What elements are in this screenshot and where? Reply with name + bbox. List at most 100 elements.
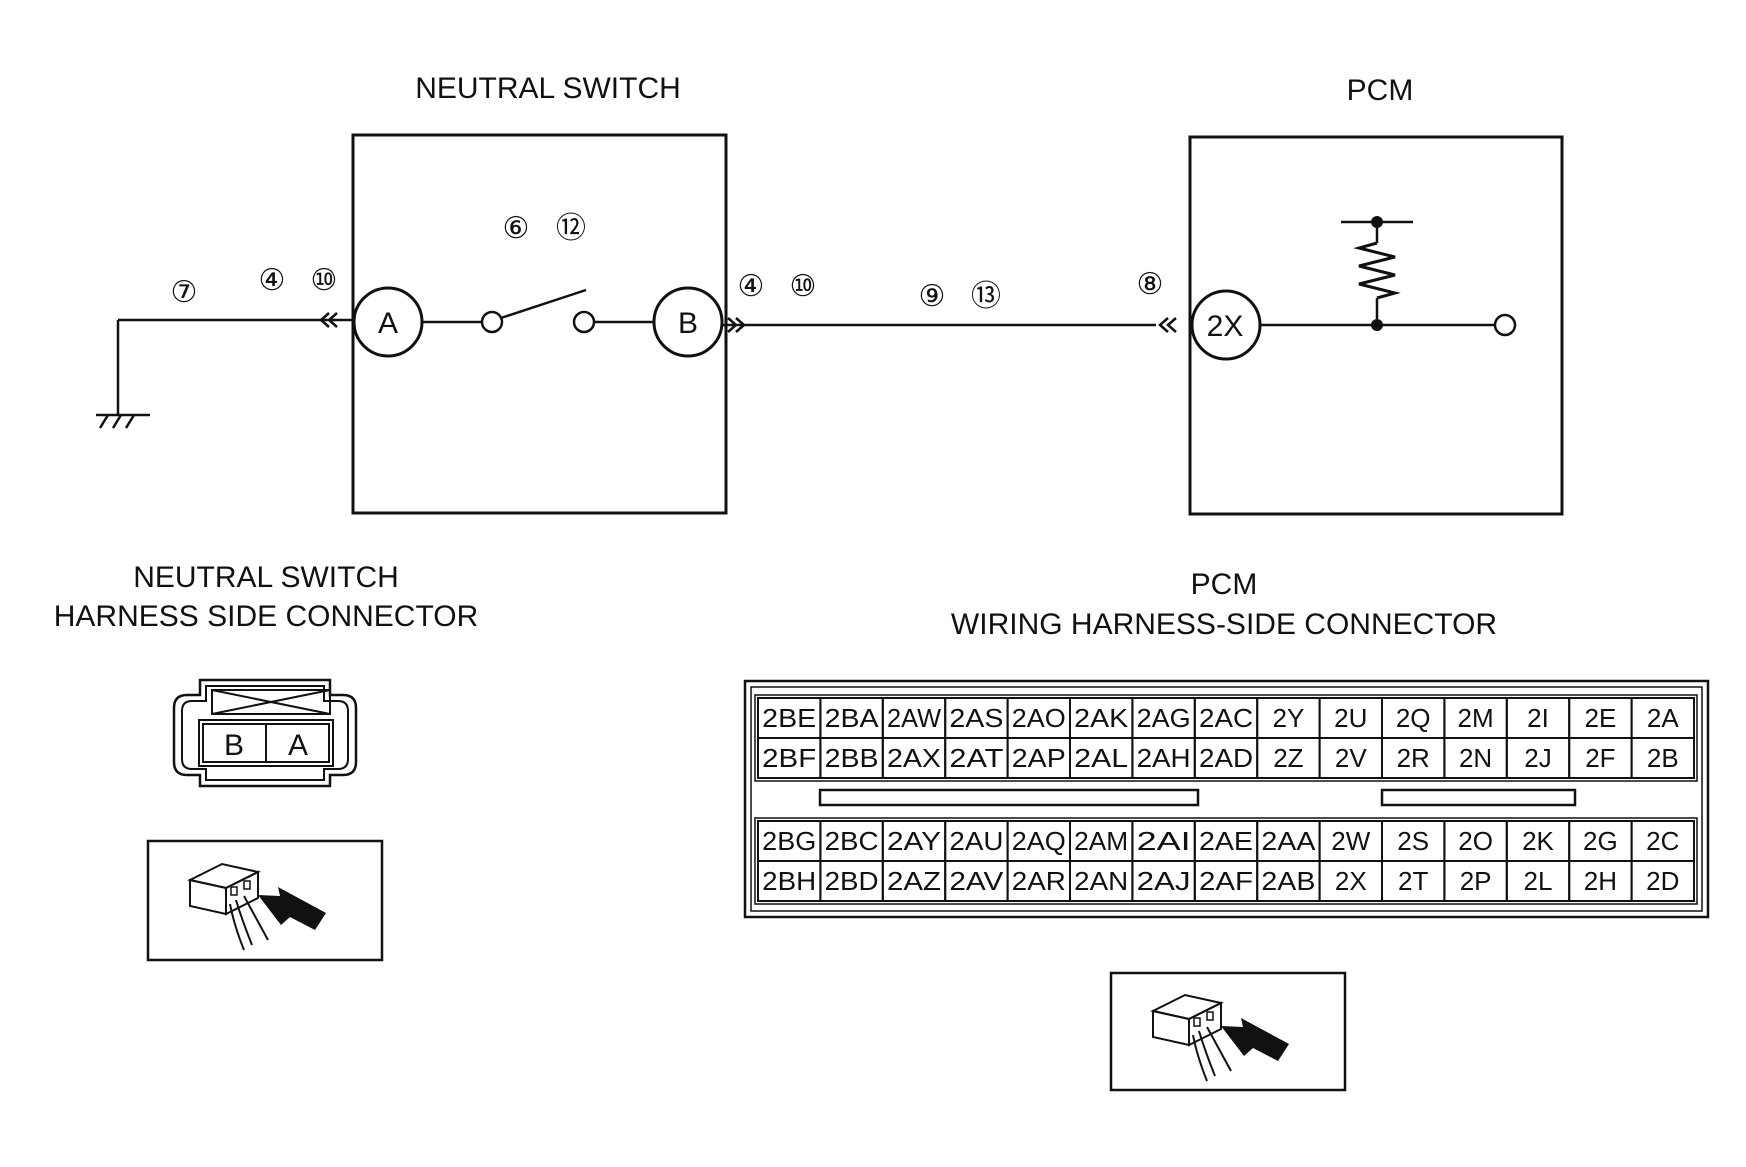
pin-label-2z: 2Z xyxy=(1273,743,1303,773)
pin-label-2bc: 2BC xyxy=(825,826,879,856)
pin-label-2l: 2L xyxy=(1524,866,1553,896)
pin-label-2f: 2F xyxy=(1585,743,1615,773)
pin-label-2w: 2W xyxy=(1331,826,1370,856)
pin-label-2e: 2E xyxy=(1584,703,1616,733)
pcm-connector-view-frame xyxy=(1109,971,1347,1092)
ref-left-4: ④ xyxy=(259,264,286,297)
pin-label-2s: 2S xyxy=(1397,826,1429,856)
terminal-b-label: B xyxy=(678,307,698,340)
terminal-2x-label: 2X xyxy=(1207,310,1244,343)
pin-label-2t: 2T xyxy=(1398,866,1428,896)
pin-label-2aa: 2AA xyxy=(1261,826,1316,856)
pull-up-resistor xyxy=(1260,216,1517,337)
pin-label-2ak: 2AK xyxy=(1074,703,1129,733)
ns-connector-face xyxy=(172,678,358,788)
connector-arrow-pcm xyxy=(1158,317,1177,333)
pcm-connector-inner xyxy=(750,686,1703,912)
ref-switch-12: ⑫ xyxy=(556,212,586,245)
pin-label-2ax: 2AX xyxy=(887,743,941,773)
pin-label-2y: 2Y xyxy=(1272,703,1304,733)
pin-label-2ao: 2AO xyxy=(1012,703,1066,733)
pin-label-2c: 2C xyxy=(1646,826,1679,856)
pin-cell xyxy=(1630,737,1695,779)
ref-left-10: ⑩ xyxy=(311,264,338,297)
pin-label-2bb: 2BB xyxy=(825,743,879,773)
pin-label-2aq: 2AQ xyxy=(1012,826,1066,856)
pin-label-2bg: 2BG xyxy=(762,826,816,856)
pin-label-2ba: 2BA xyxy=(825,703,880,733)
ref-harness-13: ⑬ xyxy=(971,280,1001,313)
ns-connector-view-icon xyxy=(187,862,326,951)
pcm-box xyxy=(1188,135,1564,516)
pcm-title: PCM xyxy=(1347,74,1414,107)
pin-label-2m: 2M xyxy=(1458,703,1494,733)
pcm-connector-view-icon xyxy=(1150,993,1289,1082)
pin-label-2af: 2AF xyxy=(1199,866,1253,896)
pin-label-2bd: 2BD xyxy=(825,866,879,896)
ns-connector-title-1: NEUTRAL SWITCH xyxy=(133,561,399,594)
pcm-connector-key-right xyxy=(1380,788,1577,807)
pin-label-2o: 2O xyxy=(1458,826,1493,856)
pin-label-2r: 2R xyxy=(1397,743,1430,773)
pin-label-2be: 2BE xyxy=(762,703,816,733)
pin-cell xyxy=(1630,860,1695,902)
pin-label-2ac: 2AC xyxy=(1199,703,1253,733)
ref-right-4: ④ xyxy=(738,270,765,303)
pin-label-2a: 2A xyxy=(1647,703,1679,733)
pin-label-2ap: 2AP xyxy=(1012,743,1066,773)
pin-label-2ag: 2AG xyxy=(1137,703,1191,733)
connector-arrow-left xyxy=(319,312,338,328)
neutral-switch-title: NEUTRAL SWITCH xyxy=(415,72,681,105)
pcm-connector-title-1: PCM xyxy=(1191,568,1258,601)
pin-label-2aw: 2AW xyxy=(887,703,941,733)
pin-label-2av: 2AV xyxy=(949,866,1004,896)
pin-label-2ar: 2AR xyxy=(1012,866,1066,896)
pin-grid-frame xyxy=(754,694,1698,782)
pin-label-2j: 2J xyxy=(1524,743,1551,773)
pcm-lower-pin-grid: 2BG 2BC 2AY 2AU 2AQ 2AM 2AI 2AE 2AA 2W 2S 2O 2K 2G 2C 2… xyxy=(754,817,1698,905)
pin-label-2ad: 2AD xyxy=(1199,743,1253,773)
pin-label-2p: 2P xyxy=(1460,866,1492,896)
pin-label-2g: 2G xyxy=(1583,826,1618,856)
pin-label-2u: 2U xyxy=(1334,703,1367,733)
pin-label-2ab: 2AB xyxy=(1261,866,1315,896)
pin-label-2az: 2AZ xyxy=(887,866,941,896)
pin-label-2ay: 2AY xyxy=(887,826,941,856)
ref-switch-6: ⑥ xyxy=(503,212,530,245)
ref-ground-wire: ⑦ xyxy=(171,276,198,309)
ns-pin-b: B xyxy=(224,729,244,762)
ref-pcm-8: ⑧ xyxy=(1137,268,1164,301)
pin-label-2ai: 2AI xyxy=(1137,826,1191,856)
switch-symbol xyxy=(422,288,654,334)
ref-harness-9: ⑨ xyxy=(919,280,946,313)
ground-symbol xyxy=(96,320,150,429)
pin-label-2ae: 2AE xyxy=(1199,826,1253,856)
pin-label-2b: 2B xyxy=(1647,743,1679,773)
pcm-connector-key-left xyxy=(818,788,1200,807)
pin-label-2bh: 2BH xyxy=(762,866,816,896)
pin-label-2at: 2AT xyxy=(949,743,1003,773)
pin-label-2k: 2K xyxy=(1522,826,1554,856)
pin-label-2al: 2AL xyxy=(1074,743,1128,773)
pin-label-2ah: 2AH xyxy=(1137,743,1191,773)
ns-connector-title-2: HARNESS SIDE CONNECTOR xyxy=(54,600,479,633)
pin-label-2x: 2X xyxy=(1335,866,1367,896)
ref-right-10: ⑩ xyxy=(790,270,817,303)
pin-label-2au: 2AU xyxy=(949,826,1003,856)
pin-label-2aj: 2AJ xyxy=(1137,866,1191,896)
ns-pin-a: A xyxy=(288,729,308,762)
pin-label-2as: 2AS xyxy=(949,703,1003,733)
pcm-connector-title-2: WIRING HARNESS-SIDE CONNECTOR xyxy=(951,608,1497,641)
pin-label-2n: 2N xyxy=(1459,743,1492,773)
pin-label-2q: 2Q xyxy=(1396,703,1431,733)
pin-label-2an: 2AN xyxy=(1074,866,1128,896)
pin-grid-frame xyxy=(754,817,1698,905)
terminal-b xyxy=(652,286,724,358)
pin-label-2am: 2AM xyxy=(1074,826,1128,856)
pcm-connector-outer xyxy=(743,679,1710,919)
pin-label-2v: 2V xyxy=(1335,743,1367,773)
pin-label-2bf: 2BF xyxy=(762,743,816,773)
ns-connector-view-frame xyxy=(146,839,384,962)
